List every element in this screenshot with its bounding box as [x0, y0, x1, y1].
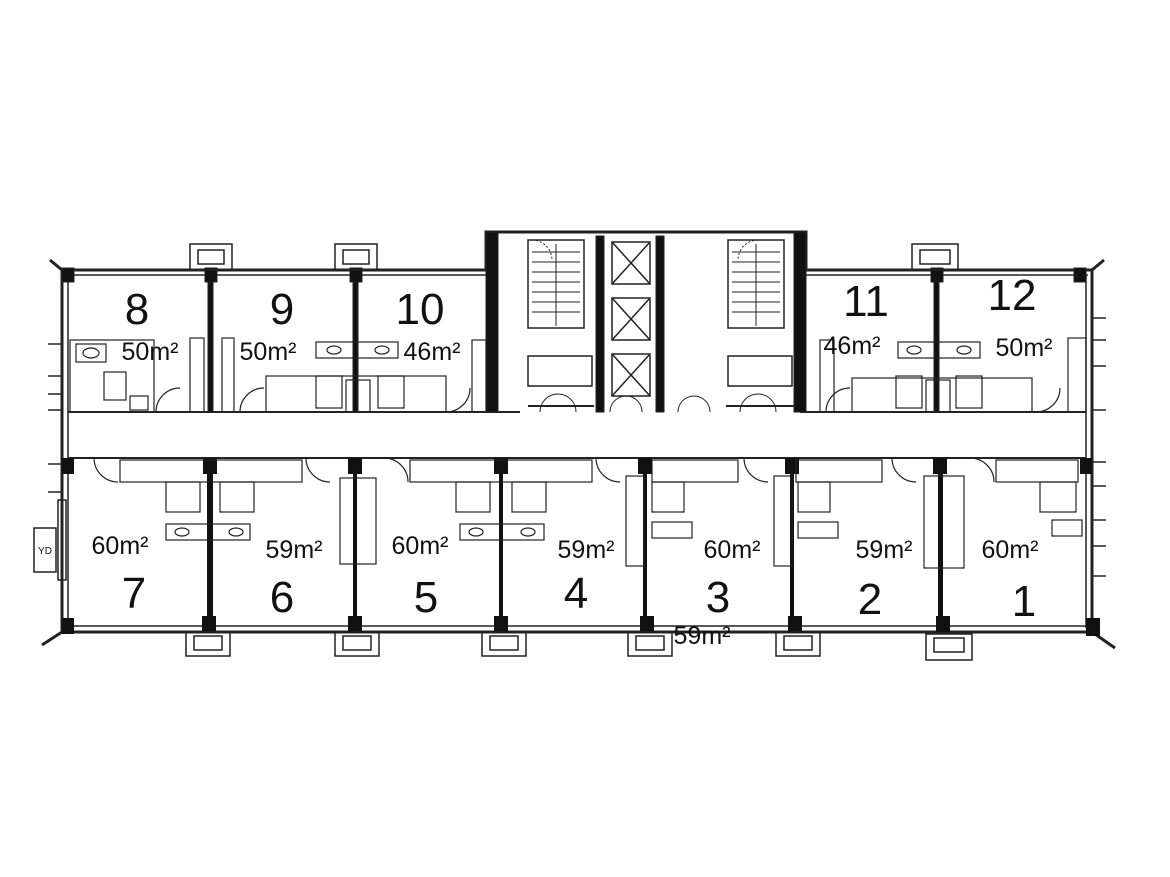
- unit-number-10: 10: [396, 285, 445, 334]
- unit-number-6: 6: [270, 573, 294, 622]
- west-fittings: [33, 343, 67, 581]
- extra-area-label: 59m²: [674, 622, 731, 650]
- unit-number-3: 3: [706, 573, 730, 622]
- ac-units: [185, 243, 973, 661]
- unit-area-12: 50m²: [996, 334, 1053, 362]
- east-fittings: [1092, 317, 1106, 577]
- unit-number-4: 4: [564, 569, 588, 618]
- unit-area-2: 59m²: [856, 536, 913, 564]
- unit-area-4: 59m²: [558, 536, 615, 564]
- unit-number-2: 2: [858, 575, 882, 624]
- unit-area-6: 59m²: [266, 536, 323, 564]
- unit-area-11: 46m²: [824, 332, 881, 360]
- core-stairs-elevators: [485, 231, 807, 413]
- unit-area-9: 50m²: [240, 338, 297, 366]
- unit-numbers: 8 9 10 11 12 7 6 5 4 3 2 1: [122, 271, 1037, 626]
- unit-area-5: 60m²: [392, 532, 449, 560]
- unit-area-8: 50m²: [122, 338, 179, 366]
- unit-area-3: 60m²: [704, 536, 761, 564]
- north-bathrooms: [69, 337, 1087, 413]
- unit-number-5: 5: [414, 573, 438, 622]
- unit-number-7: 7: [122, 569, 146, 618]
- south-bathrooms: [93, 457, 1083, 569]
- unit-area-10: 46m²: [404, 338, 461, 366]
- yd-label: YD: [38, 546, 52, 557]
- unit-area-1: 60m²: [982, 536, 1039, 564]
- elevator-shafts: [611, 241, 651, 397]
- unit-number-11: 11: [843, 277, 889, 326]
- north-partitions: [61, 267, 1087, 413]
- unit-number-1: 1: [1012, 577, 1036, 626]
- unit-number-9: 9: [270, 285, 294, 334]
- unit-number-8: 8: [125, 285, 149, 334]
- unit-area-7: 60m²: [92, 532, 149, 560]
- unit-areas: 50m² 50m² 46m² 46m² 50m² 60m² 59m² 60m² …: [92, 332, 1053, 650]
- unit-number-12: 12: [988, 271, 1037, 320]
